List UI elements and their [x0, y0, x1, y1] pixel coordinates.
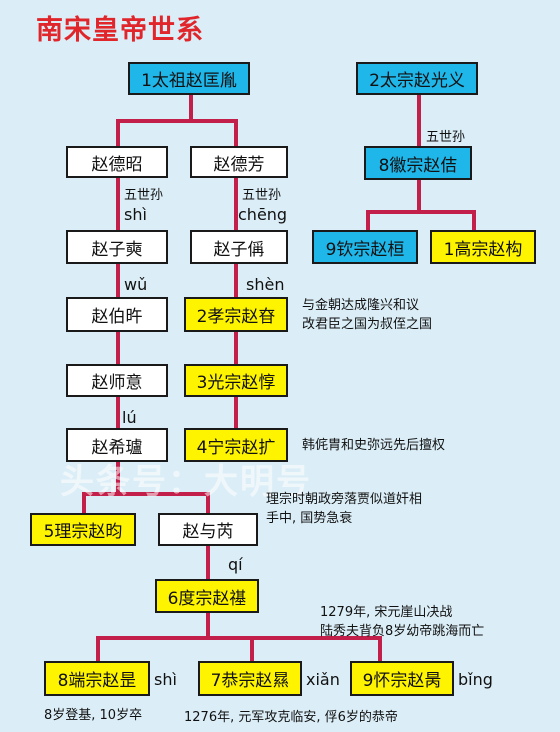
connector-line [234, 176, 238, 231]
node-duzong: 6度宗赵禥 [155, 579, 259, 613]
connector-line [250, 636, 254, 662]
note-xiaozong-line2: 改君臣之国为叔侄之国 [302, 317, 433, 332]
connector-line [116, 264, 120, 298]
node-gongzong: 7恭宗赵㬎 [198, 661, 302, 696]
generation-label: 五世孙 [124, 188, 164, 203]
connector-line [206, 492, 210, 514]
node-qinzong: 9钦宗赵桓 [312, 230, 418, 264]
connector-line [96, 636, 382, 640]
note-duanzong: 8岁登基, 10岁卒 [44, 708, 143, 723]
connector-line [189, 93, 193, 121]
pinyin-label: shì [154, 670, 177, 689]
node-zhao-defang: 赵德芳 [190, 146, 288, 178]
node-zhao-shiyi: 赵师意 [66, 364, 168, 397]
watermark: 头条号：大明号 [60, 462, 312, 502]
node-zhao-xilu: 赵希瓐 [66, 428, 168, 462]
page-title: 南宋皇帝世系 [36, 15, 204, 46]
node-ningzong: 4宁宗赵扩 [184, 428, 288, 462]
pinyin-label: xiǎn [306, 670, 340, 689]
note-xiaozong-line1: 与金朝达成隆兴和议 [302, 298, 420, 313]
pinyin-label: lú [122, 408, 137, 427]
pinyin-label: chēng [238, 205, 288, 224]
connector-line [96, 636, 100, 662]
connector-line [366, 210, 370, 232]
node-taizu: 1太祖赵匡胤 [128, 62, 250, 95]
connector-line [234, 332, 238, 366]
note-gongzong: 1276年, 元军攻克临安, 俘6岁的恭帝 [184, 710, 398, 725]
connector-line [116, 176, 120, 231]
pinyin-label: bǐng [458, 670, 493, 689]
node-gaozong: 1高宗赵构 [430, 230, 536, 264]
note-lizong-line1: 理宗时朝政旁落贾似道奸相 [266, 492, 423, 507]
connector-line [116, 119, 238, 123]
connector-line [116, 119, 120, 147]
connector-line [366, 210, 476, 214]
node-zhao-bowu: 赵伯旿 [66, 297, 168, 332]
note-duzong-line1: 1279年, 宋元崖山决战 [320, 605, 453, 620]
generation-label: 五世孙 [242, 188, 282, 203]
connector-line [234, 397, 238, 429]
connector-line [82, 492, 210, 496]
connector-line [116, 397, 120, 429]
note-lizong-line2: 手中, 国势急衰 [266, 511, 353, 526]
node-duanzong: 8端宗赵昰 [44, 661, 150, 696]
node-lizong: 5理宗赵昀 [30, 513, 136, 546]
node-zhao-dezhao: 赵德昭 [66, 146, 168, 178]
connector-line [417, 93, 421, 147]
connector-line [417, 178, 421, 212]
connector-line [116, 462, 120, 494]
connector-line [234, 119, 238, 147]
node-xiaozong: 2孝宗赵昚 [184, 297, 288, 332]
note-ningzong: 韩侂胄和史弥远先后擅权 [302, 438, 446, 453]
connector-line [378, 636, 382, 662]
generation-label: 五世孙 [426, 130, 466, 145]
connector-line [206, 544, 210, 580]
node-huizong: 8徽宗赵佶 [364, 146, 472, 180]
node-zhao-zichen: 赵子偁 [190, 230, 288, 264]
node-zhao-zicheng: 赵子奭 [66, 230, 168, 264]
pinyin-label: shèn [246, 275, 285, 294]
connector-line [472, 210, 476, 232]
connector-line [116, 332, 120, 366]
node-huaizong: 9怀宗赵昺 [350, 661, 454, 696]
pinyin-label: shì [124, 205, 147, 224]
note-duzong-line2: 陆秀夫背负8岁幼帝跳海而亡 [320, 624, 485, 639]
node-zhao-yurui: 赵与芮 [158, 513, 258, 546]
connector-line [206, 612, 210, 638]
pinyin-label: qí [228, 555, 243, 574]
node-guangzong: 3光宗赵惇 [184, 364, 288, 397]
pinyin-label: wǔ [124, 275, 148, 294]
node-taizong: 2太宗赵光义 [356, 62, 478, 95]
connector-line [82, 492, 86, 514]
connector-line [234, 264, 238, 298]
